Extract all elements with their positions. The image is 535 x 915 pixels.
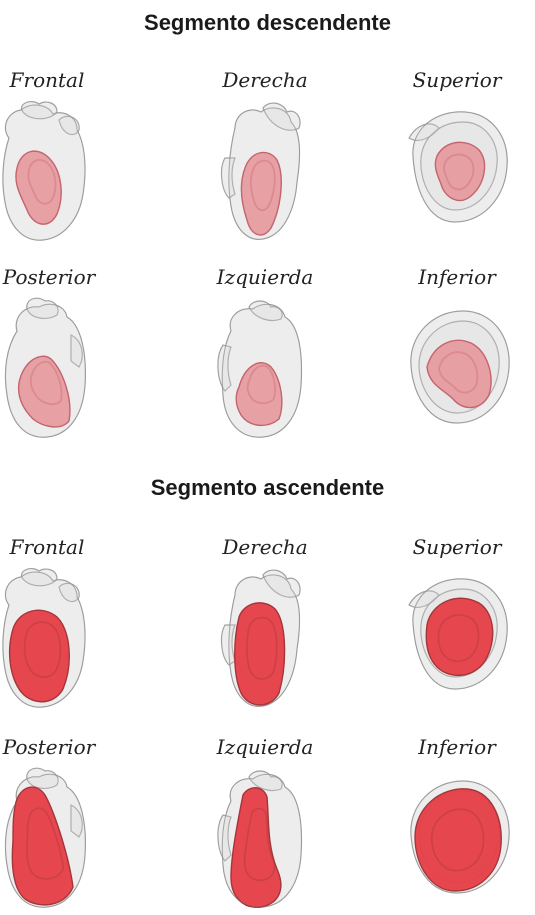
heart-shell-overlay-shape	[412, 111, 508, 223]
view-label: Derecha	[222, 68, 308, 92]
heart-outline-shape	[70, 334, 83, 368]
view-label: Izquierda	[216, 265, 314, 289]
section-title-descendente: Segmento descendente	[144, 10, 391, 35]
view-label: Izquierda	[216, 735, 314, 759]
heart-shell-overlay-shape	[2, 104, 86, 241]
view-descendente-izquierda: Izquierda	[190, 265, 340, 445]
heart-outline-shape	[26, 297, 59, 319]
heart-shell-overlay-shape	[228, 574, 300, 707]
region-shading-shape	[27, 158, 57, 205]
region-shading-shape	[430, 808, 485, 872]
region-shading-shape	[443, 153, 475, 191]
heart-render-icon	[220, 569, 301, 707]
view-label: Inferior	[418, 265, 496, 289]
heart-render-icon	[217, 770, 303, 908]
highlighted-region-shape	[17, 355, 71, 428]
view-label: Superior	[412, 535, 502, 559]
region-shading-shape	[437, 614, 480, 663]
heart-outline-shape	[217, 814, 232, 862]
section-title-ascendente: Segmento ascendente	[150, 475, 385, 500]
heart-outline-shape	[58, 115, 80, 136]
region-shading-shape	[438, 351, 479, 394]
view-label: Frontal	[9, 535, 85, 559]
heart-shell-overlay-shape	[410, 310, 510, 424]
view-label: Superior	[412, 68, 502, 92]
view-descendente-superior: Superior	[382, 68, 532, 248]
view-ascendente-frontal: Frontal	[0, 535, 122, 715]
highlighted-region-shape	[434, 141, 486, 202]
view-ascendente-inferior: Inferior	[382, 735, 532, 915]
region-shading-shape	[243, 807, 276, 882]
heart-render-icon	[408, 111, 508, 223]
heart-render-icon	[4, 767, 86, 908]
highlighted-region-shape	[426, 339, 492, 409]
view-ascendente-izquierda: Izquierda	[190, 735, 340, 915]
heart-render-icon	[410, 780, 510, 894]
view-label: Derecha	[222, 535, 308, 559]
highlighted-region-shape	[414, 788, 502, 892]
view-descendente-posterior: Posterior	[0, 265, 124, 445]
highlighted-region-shape	[234, 602, 286, 706]
heart-shell-overlay-shape	[221, 773, 302, 908]
heart-shell-overlay-shape	[5, 773, 86, 908]
heart-render-icon	[410, 310, 510, 424]
heart-outline-shape	[262, 569, 301, 598]
heart-render-icon	[4, 297, 86, 438]
region-shading-shape	[23, 621, 62, 678]
view-descendente-frontal: Frontal	[0, 68, 122, 248]
heart-shell-overlay-shape	[410, 780, 510, 894]
heart-shell-overlay-shape	[221, 303, 302, 438]
view-ascendente-superior: Superior	[382, 535, 532, 715]
highlighted-region-shape	[15, 150, 62, 225]
view-ascendente-derecha: Derecha	[190, 535, 340, 715]
region-shading-shape	[245, 616, 278, 680]
heart-outline-shape	[220, 157, 236, 199]
view-label: Posterior	[2, 735, 96, 759]
view-label: Frontal	[9, 68, 85, 92]
heart-outline-shape	[262, 102, 301, 131]
region-shading-shape	[26, 807, 65, 880]
view-descendente-inferior: Inferior	[382, 265, 532, 445]
view-label: Inferior	[418, 735, 496, 759]
view-label: Posterior	[2, 265, 96, 289]
heart-render-icon	[2, 100, 86, 241]
heart-render-icon	[408, 578, 508, 690]
heart-outline-shape	[58, 582, 80, 603]
heart-render-icon	[2, 567, 86, 708]
region-shading-shape	[246, 364, 276, 405]
heart-outline-shape	[70, 804, 83, 838]
heart-render-icon	[217, 300, 303, 438]
view-ascendente-posterior: Posterior	[0, 735, 124, 915]
highlighted-region-shape	[425, 597, 494, 676]
heart-render-icon	[220, 102, 301, 240]
highlighted-region-shape	[230, 787, 282, 908]
highlighted-region-shape	[8, 609, 70, 703]
heart-outline-shape	[217, 344, 232, 392]
heart-shell-overlay-shape	[412, 578, 508, 690]
highlighted-region-shape	[235, 362, 283, 426]
heart-shell-overlay-shape	[5, 303, 86, 438]
view-descendente-derecha: Derecha	[190, 68, 340, 248]
region-shading-shape	[249, 159, 276, 212]
heart-shell-overlay-shape	[2, 571, 86, 708]
region-shading-shape	[29, 360, 63, 406]
heart-outline-shape	[26, 767, 59, 789]
heart-shell-overlay-shape	[228, 107, 300, 240]
highlighted-region-shape	[240, 151, 282, 236]
